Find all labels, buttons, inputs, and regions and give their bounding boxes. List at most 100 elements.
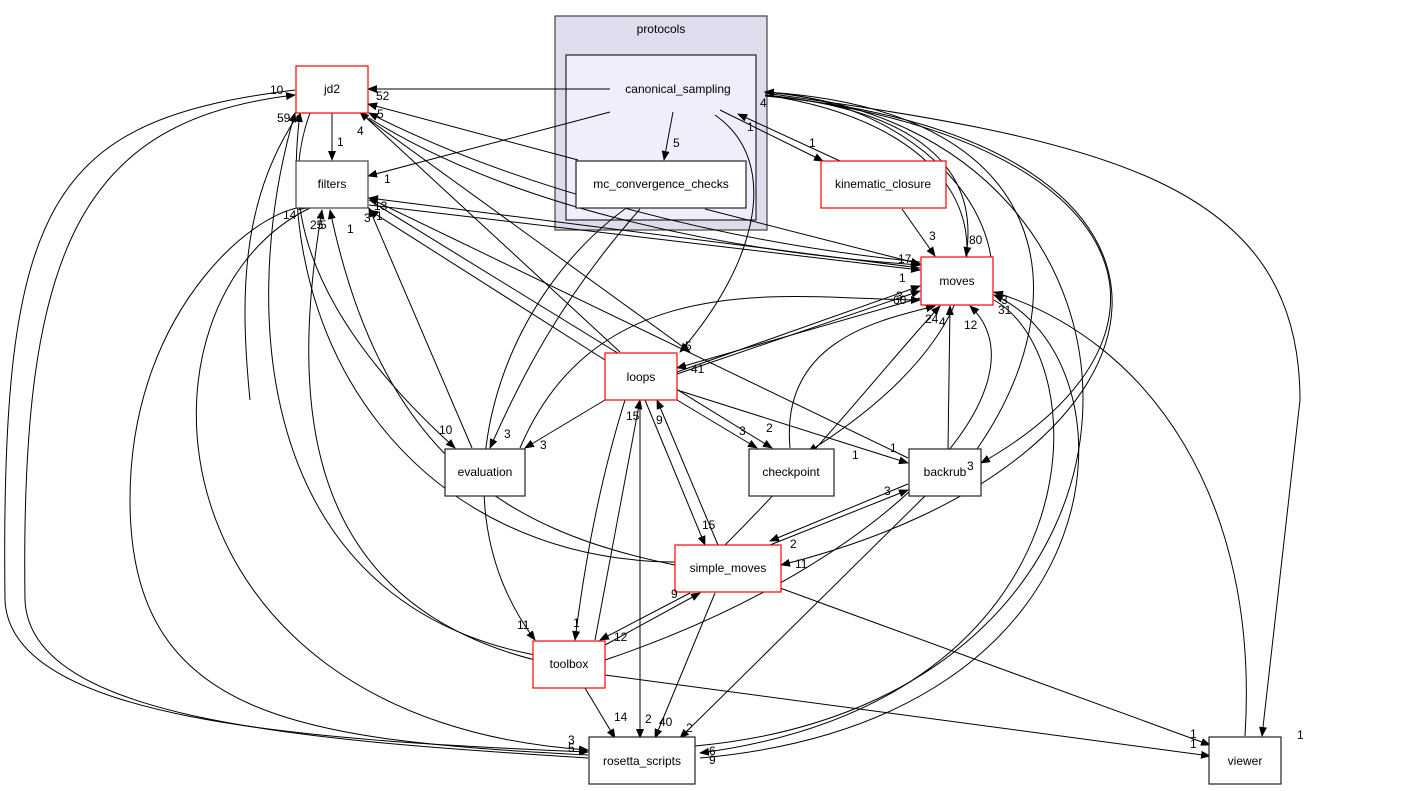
- edge: [724, 305, 941, 546]
- edge: [4, 89, 589, 756]
- edge: [368, 207, 473, 449]
- svg-text:loops: loops: [627, 370, 656, 384]
- edge-label: 1: [1297, 728, 1304, 742]
- edge-label: 4: [939, 315, 946, 329]
- edge-label: 10: [439, 423, 453, 437]
- svg-text:simple_moves: simple_moves: [690, 561, 767, 575]
- node-jd2[interactable]: jd2: [295, 65, 369, 114]
- edge: [368, 204, 921, 273]
- edge-label: 1: [890, 441, 897, 455]
- edge-label: 1: [852, 448, 859, 462]
- edge: [359, 112, 691, 353]
- edge: [694, 88, 1084, 747]
- edge-label: 40: [659, 715, 673, 729]
- edges: [4, 85, 1301, 759]
- node-evaluation[interactable]: evaluation: [444, 448, 526, 497]
- edge: [367, 102, 579, 161]
- edge-label: 17: [898, 252, 912, 266]
- edge: [489, 208, 641, 449]
- edge-label: 2: [790, 537, 797, 551]
- edge-label: 15: [626, 409, 640, 423]
- node-simple-moves[interactable]: simple_moves: [674, 544, 782, 593]
- edge: [294, 112, 676, 563]
- node-viewer[interactable]: viewer: [1208, 736, 1282, 785]
- edge: [764, 92, 1301, 737]
- node-checkpoint[interactable]: checkpoint: [748, 448, 835, 497]
- edge: [764, 94, 1111, 464]
- edge: [993, 290, 1247, 737]
- edge: [901, 208, 936, 257]
- svg-text:kinematic_closure: kinematic_closure: [835, 177, 931, 191]
- edge: [604, 674, 1211, 759]
- edge-label: 3: [967, 459, 974, 473]
- node-kinematic-closure[interactable]: kinematic_closure: [820, 160, 947, 209]
- edge: [764, 95, 1113, 567]
- edge-label: 3: [540, 438, 547, 452]
- edge: [661, 111, 674, 161]
- node-filters[interactable]: filters: [295, 160, 369, 209]
- edge-label: 10: [270, 83, 284, 97]
- node-loops[interactable]: loops: [604, 352, 678, 401]
- edge: [594, 399, 643, 641]
- edge-label: 13: [374, 199, 388, 213]
- edge: [196, 207, 589, 754]
- edge: [699, 299, 1055, 756]
- edge-label: 3: [884, 484, 891, 498]
- svg-text:mc_convergence_checks: mc_convergence_checks: [593, 177, 728, 191]
- edge-label: 2: [645, 712, 652, 726]
- edge-label: 15: [702, 518, 716, 532]
- edge-label: 3: [364, 211, 371, 225]
- edge: [699, 294, 1080, 759]
- edge-label: 3: [568, 733, 575, 747]
- svg-text:filters: filters: [318, 177, 347, 191]
- svg-text:evaluation: evaluation: [458, 465, 513, 479]
- node-rosetta-scripts[interactable]: rosetta_scripts: [588, 736, 696, 785]
- edge-label: 12: [964, 318, 978, 332]
- svg-text:rosetta_scripts: rosetta_scripts: [603, 754, 681, 768]
- edge-label: 12: [614, 630, 628, 644]
- edge: [359, 111, 621, 353]
- edge: [308, 209, 536, 661]
- edge-label: 11: [517, 618, 530, 632]
- edge: [679, 495, 926, 739]
- svg-text:viewer: viewer: [1228, 754, 1263, 768]
- cluster-canonical-sampling-label: canonical_sampling: [625, 82, 730, 96]
- edge: [676, 399, 758, 449]
- node-backrub[interactable]: backrub: [908, 448, 982, 497]
- edge-label: 41: [691, 362, 705, 376]
- edge-label: 9: [656, 413, 663, 427]
- edge-label: 1: [809, 136, 816, 150]
- edge-label: 3: [1001, 293, 1008, 307]
- edge-label: 2: [686, 721, 693, 735]
- edge-label: 1: [573, 616, 580, 630]
- node-toolbox[interactable]: toolbox: [532, 640, 606, 689]
- edge: [704, 208, 921, 266]
- edge-label: 3: [739, 424, 746, 438]
- node-moves[interactable]: moves: [920, 256, 994, 306]
- edge-label: 3: [504, 427, 511, 441]
- edge-label: 31: [998, 303, 1012, 317]
- edge: [604, 592, 701, 646]
- edge: [644, 399, 706, 546]
- edge: [737, 113, 841, 162]
- edge-label: 1: [747, 120, 754, 134]
- svg-text:checkpoint: checkpoint: [762, 465, 820, 479]
- edge: [764, 88, 1034, 450]
- edge: [524, 399, 606, 449]
- edge-label: 1: [337, 135, 344, 149]
- edge-label: 14: [283, 208, 297, 222]
- edge-label: 25: [310, 218, 324, 232]
- node-mc-convergence-checks[interactable]: mc_convergence_checks: [575, 160, 747, 209]
- edge: [584, 687, 616, 739]
- edge-label: 9: [709, 753, 716, 767]
- edge: [679, 114, 755, 353]
- edge-label: 1: [1190, 737, 1197, 751]
- edge-label: 2: [766, 421, 773, 435]
- edge-label: 4: [357, 124, 364, 138]
- edge-label: 59: [277, 111, 291, 125]
- edge: [676, 290, 921, 375]
- edge-label: 5: [320, 218, 327, 232]
- edge: [483, 208, 626, 641]
